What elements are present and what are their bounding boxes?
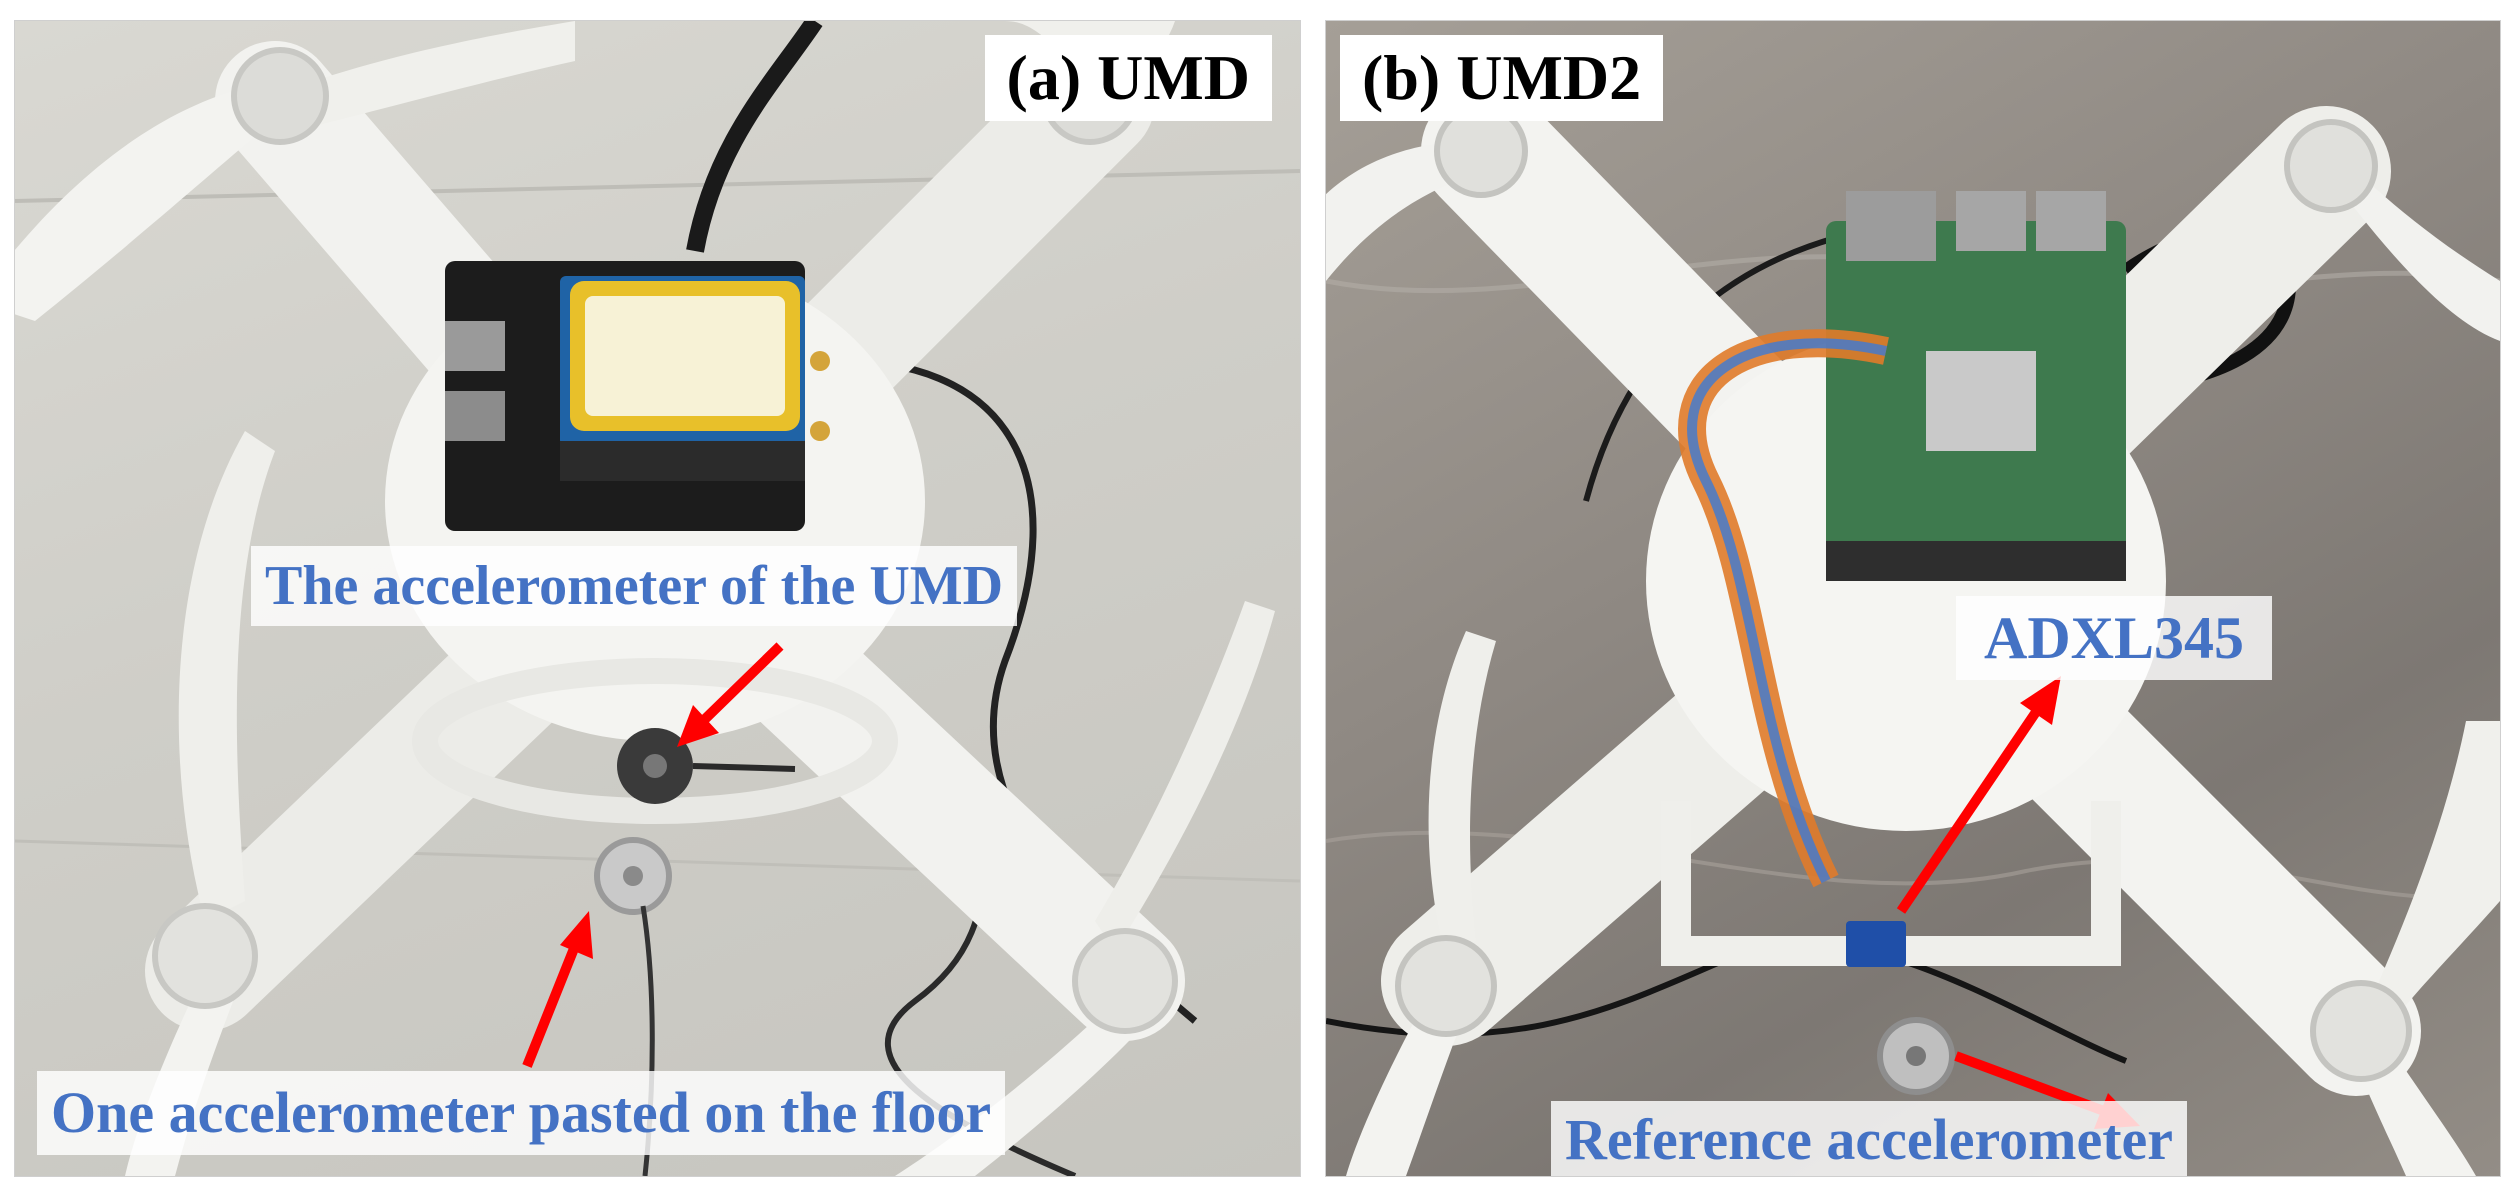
panel-a-photo: (a) UMD The accelerometer of the UMD One…: [14, 20, 1301, 1177]
drone-umd-photo: [15, 21, 1300, 1176]
panel-b-photo: (b) UMD2 ADXL345 Reference accelerometer: [1325, 20, 2501, 1177]
arrow-to-floor-accelerometer: [522, 911, 593, 1068]
panel-a-title: (a) UMD: [984, 35, 1272, 121]
arrow-to-adxl345: [1896, 676, 2061, 914]
floor-accelerometer-label: One accelerometer pasted on the floor: [37, 1071, 1006, 1155]
drone-umd2-photo: [1326, 86, 2500, 1176]
panel-b-title: (b) UMD2: [1340, 35, 1664, 121]
umd-accelerometer-label: The accelerometer of the UMD: [251, 546, 1018, 626]
adxl345-label: ADXL345: [1956, 596, 2273, 680]
arrow-to-umd-accelerometer: [677, 642, 784, 747]
reference-accelerometer-label: Reference accelerometer: [1551, 1101, 2188, 1176]
